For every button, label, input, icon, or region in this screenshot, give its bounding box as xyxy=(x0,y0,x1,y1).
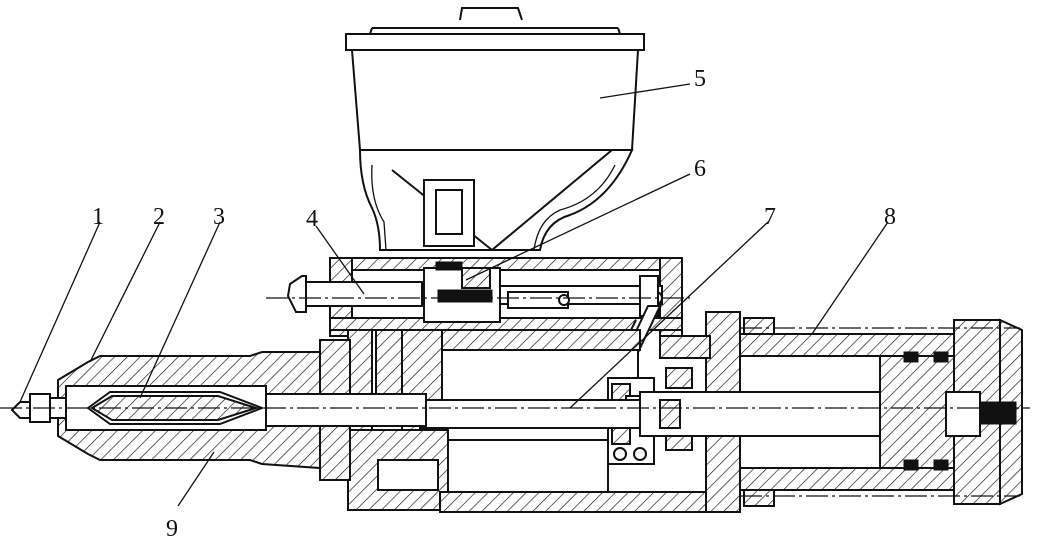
piston-rod xyxy=(419,391,881,437)
hopper-neck xyxy=(358,149,634,251)
label-8: 8 xyxy=(884,204,896,230)
label-7: 7 xyxy=(764,204,776,230)
hopper-lid xyxy=(345,33,645,51)
leader-lines xyxy=(19,83,889,507)
nozzle-tip xyxy=(10,401,31,419)
dosing-knob xyxy=(286,275,307,313)
hopper-lid-handle xyxy=(459,7,523,21)
hopper xyxy=(345,7,645,251)
part-labels: 1 2 3 4 5 6 7 8 9 xyxy=(92,66,896,542)
dosing-block xyxy=(266,257,690,337)
cylinder xyxy=(739,317,1023,507)
cylinder-piston xyxy=(879,355,955,469)
label-3: 3 xyxy=(213,204,225,230)
label-1: 1 xyxy=(92,204,104,230)
label-6: 6 xyxy=(694,156,706,182)
dosing-rod-left xyxy=(301,281,423,307)
label-2: 2 xyxy=(153,204,165,230)
label-4: 4 xyxy=(306,206,318,232)
label-9: 9 xyxy=(166,516,178,542)
hopper-body xyxy=(350,49,640,151)
barrel xyxy=(0,339,1030,481)
label-5: 5 xyxy=(694,66,706,92)
